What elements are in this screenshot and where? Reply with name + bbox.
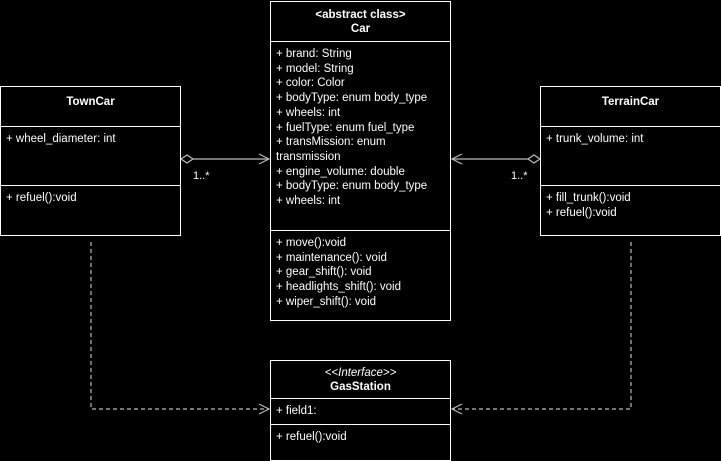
method: + move():void [276, 237, 346, 249]
attribute: + transMission: enum transmission [276, 136, 386, 163]
class-terraincar-attributes: + trunk_volume: int [541, 127, 720, 186]
attribute: + wheels: int [276, 106, 341, 119]
interface-gasstation[interactable]: <<Interface>> GasStation + field1: + ref… [270, 360, 451, 461]
class-towncar-header: TownCar [1, 87, 180, 127]
attribute: + brand: String [276, 48, 352, 60]
attribute: + bodyType: enum body_type [276, 180, 428, 193]
class-car-header: <abstract class> Car [271, 2, 450, 42]
interface-gasstation-header: <<Interface>> GasStation [271, 361, 450, 399]
class-terraincar-header: TerrainCar [541, 87, 720, 127]
class-terraincar[interactable]: TerrainCar + trunk_volume: int + fill_tr… [540, 86, 721, 236]
method: + refuel():void [6, 192, 77, 204]
attribute: + model: String [276, 62, 354, 75]
class-towncar-attributes: + wheel_diameter: int [1, 127, 180, 186]
attribute: + trunk_volume: int [546, 133, 644, 145]
class-car-methods: + move():void + maintenance(): void + ge… [271, 231, 450, 310]
method: + gear_shift(): void [276, 266, 372, 279]
class-terraincar-methods: + fill_trunk():void + refuel():void [541, 186, 720, 220]
method: + refuel():void [276, 431, 347, 443]
attribute: + engine_volume: double [276, 165, 405, 178]
method: + refuel():void [546, 206, 617, 219]
class-car[interactable]: <abstract class> Car + brand: String + m… [270, 1, 451, 321]
class-towncar-name: TownCar [66, 96, 115, 108]
attribute: + wheel_diameter: int [6, 133, 116, 145]
realization-terraincar-gasstation [452, 242, 632, 409]
aggregation-diamond-right [526, 154, 542, 164]
class-towncar-methods: + refuel():void [1, 186, 180, 206]
interface-gasstation-attributes: + field1: [271, 399, 450, 425]
class-towncar[interactable]: TownCar + wheel_diameter: int + refuel()… [0, 86, 181, 236]
interface-gasstation-name: GasStation [330, 381, 391, 393]
aggregation-towncar-car [179, 154, 269, 164]
method: + fill_trunk():void [546, 192, 631, 204]
interface-gasstation-stereotype: <<Interface>> [324, 367, 397, 379]
interface-gasstation-methods: + refuel():void [271, 425, 450, 445]
attribute: + fuelType: enum fuel_type [276, 121, 415, 134]
method: + headlights_shift(): void [276, 281, 401, 294]
multiplicity-left: 1..* [193, 170, 210, 182]
attribute: + bodyType: enum body_type [276, 92, 428, 105]
multiplicity-right: 1..* [511, 170, 528, 182]
aggregation-diamond-left [179, 154, 195, 164]
class-car-name: Car [350, 23, 371, 35]
aggregation-terraincar-car [452, 154, 542, 164]
method: + wiper_shift(): void [276, 295, 377, 308]
attribute: + field1: [276, 405, 317, 417]
class-car-attributes: + brand: String + model: String + color:… [271, 42, 450, 231]
realization-towncar-gasstation [90, 242, 269, 409]
class-terraincar-name: TerrainCar [601, 96, 660, 108]
attribute: + wheels: int [276, 195, 341, 208]
class-car-stereotype: <abstract class> [315, 9, 406, 21]
method: + maintenance(): void [276, 251, 387, 264]
attribute: + color: Color [276, 77, 345, 90]
